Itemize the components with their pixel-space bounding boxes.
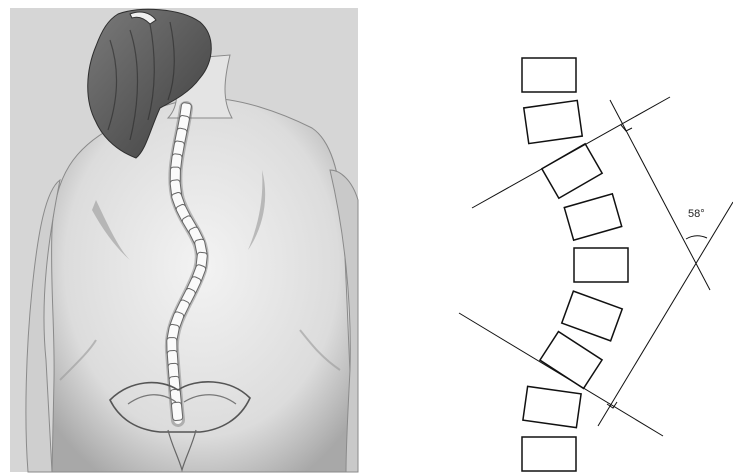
vertebra bbox=[522, 58, 576, 92]
lower-perpendicular-line bbox=[598, 202, 733, 426]
cobb-angle-label: 58° bbox=[688, 208, 705, 220]
spine-vertebra bbox=[171, 402, 183, 421]
vertebra bbox=[564, 194, 621, 240]
vertebra bbox=[522, 437, 576, 471]
vertebra bbox=[523, 386, 581, 427]
back-illustration bbox=[10, 8, 358, 472]
vertebra bbox=[574, 248, 628, 282]
lower-end-plate-line bbox=[459, 313, 663, 436]
cobb-angle-arc bbox=[686, 236, 707, 239]
cobb-angle-diagram: 58° bbox=[459, 58, 733, 471]
upper-right-angle-marker bbox=[621, 125, 632, 131]
vertebra bbox=[540, 332, 602, 389]
upper-perpendicular-line bbox=[610, 100, 710, 290]
vertebra bbox=[524, 100, 582, 143]
vertebra bbox=[562, 291, 622, 341]
torso bbox=[52, 98, 352, 472]
measurement-lines bbox=[459, 97, 733, 436]
vertebrae bbox=[522, 58, 628, 471]
